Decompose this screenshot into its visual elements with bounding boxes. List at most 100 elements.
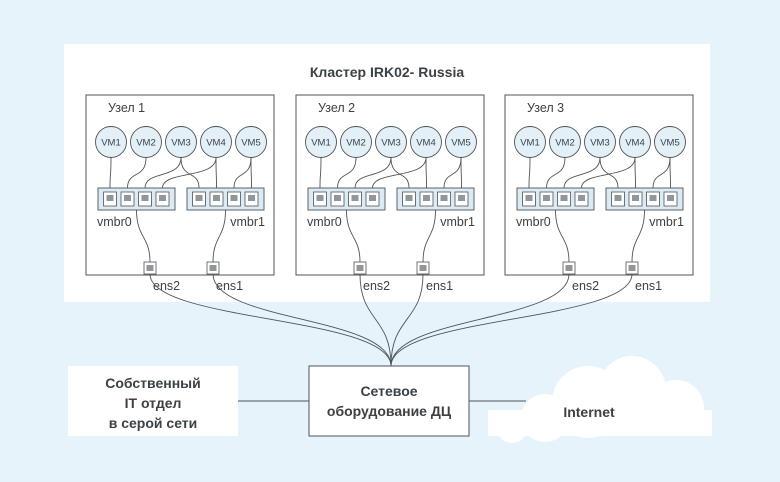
switch-port-icon <box>124 195 131 201</box>
nic-label: ens2 <box>572 279 599 293</box>
uplink-wires <box>149 273 633 367</box>
vm-bridge-wires <box>528 157 671 189</box>
vm-label: VM1 <box>311 138 331 149</box>
switch-port-icon <box>458 195 465 201</box>
nic-label: ens2 <box>363 279 390 293</box>
vm-to-bridge-wire <box>581 157 636 189</box>
switch-port-icon <box>369 195 376 201</box>
vm-label: VM3 <box>171 138 191 149</box>
switch-port-icon <box>578 195 585 201</box>
switch-port-icon <box>667 195 674 201</box>
vm-circle <box>445 126 477 158</box>
vm-to-bridge-wire <box>563 157 601 189</box>
vm-to-bridge-wire <box>652 157 671 189</box>
vm-label: VM4 <box>206 138 226 149</box>
vm-to-bridge-wire <box>528 157 531 189</box>
bridge-label: vmbr0 <box>516 215 551 229</box>
switch-port-icon <box>159 195 166 201</box>
nic-port-icon <box>146 265 154 271</box>
it-department-label-line1: Собственный <box>105 375 200 391</box>
node-box <box>504 94 694 276</box>
bridge-to-nic-wire <box>631 209 645 263</box>
switch-port-icon <box>440 195 448 201</box>
switch-port-icon <box>543 195 550 201</box>
vm-circle <box>410 126 442 158</box>
vm-circle <box>619 126 651 158</box>
vm-bridge-wires <box>109 157 252 189</box>
vm-label: VM3 <box>590 138 610 149</box>
nic-to-dc-wire <box>390 273 633 367</box>
vm-circle <box>375 126 407 158</box>
vm-label: VM5 <box>451 138 471 149</box>
it-department-label-line2: IT отдел <box>125 395 182 411</box>
vm-label: VM4 <box>625 138 645 149</box>
nic-port-icon <box>628 265 636 271</box>
dc-equipment-box <box>308 365 470 437</box>
nic-to-dc-wire <box>390 273 424 367</box>
dc-equipment-label-line1: Сетевое <box>360 383 417 399</box>
internet-label: Internet <box>563 404 615 420</box>
vm-label: VM2 <box>136 138 156 149</box>
vm-circle <box>305 126 337 158</box>
switch-port-icon <box>405 195 413 201</box>
bridge-label: vmbr1 <box>440 215 475 229</box>
node-label: Узел 3 <box>527 101 564 115</box>
switch-port-icon <box>213 195 220 201</box>
switch-port-icon <box>351 195 359 201</box>
node-box <box>85 94 275 276</box>
vm-circle <box>165 126 197 158</box>
nic-to-dc-wire <box>149 273 392 367</box>
vm-to-bridge-wire <box>460 157 462 189</box>
it-department-box <box>68 366 238 436</box>
vm-label: VM5 <box>241 138 261 149</box>
vm-to-bridge-wire <box>425 157 427 189</box>
switch-port-icon <box>334 195 341 201</box>
vm-to-bridge-wire <box>250 157 252 189</box>
it-department-label-line3: в серой сети <box>109 415 198 431</box>
switch-port-icon <box>195 195 203 201</box>
vm-to-bridge-wire <box>546 157 566 189</box>
nic-to-dc-wire <box>390 273 570 367</box>
nic-port-icon <box>356 265 364 271</box>
vm-to-bridge-wire <box>443 157 462 189</box>
vm-circle <box>130 126 162 158</box>
vm-label: VM1 <box>101 138 121 149</box>
bridge-to-nic-wire <box>555 209 570 263</box>
switch-port-icon <box>423 195 430 201</box>
switch-port-icon <box>525 195 533 201</box>
vm-to-bridge-wire <box>372 157 427 189</box>
bridge-label: vmbr1 <box>649 215 684 229</box>
vm-label: VM2 <box>346 138 366 149</box>
vm-to-bridge-wire <box>127 157 147 189</box>
vm-to-bridge-wire <box>319 157 322 189</box>
nic-to-dc-wire <box>212 273 392 367</box>
nic-port-icon <box>565 265 573 271</box>
vm-to-bridge-wire <box>669 157 671 189</box>
node-label: Узел 2 <box>318 101 355 115</box>
cluster-title: Кластер IRK02- Russia <box>310 64 464 80</box>
switch-port-icon <box>230 195 238 201</box>
vm-to-bridge-wire <box>634 157 636 189</box>
switch-port-icon <box>316 195 324 201</box>
switch-port-icon <box>248 195 255 201</box>
cloud-icon <box>488 356 712 443</box>
vm-circle <box>95 126 127 158</box>
bridge-label: vmbr0 <box>307 215 342 229</box>
switch-port-icon <box>632 195 639 201</box>
vm-to-bridge-wire <box>337 157 357 189</box>
vm-label: VM3 <box>381 138 401 149</box>
switch-port-icon <box>649 195 657 201</box>
vm-label: VM2 <box>555 138 575 149</box>
vm-to-bridge-wire <box>162 157 217 189</box>
vm-circle <box>340 126 372 158</box>
nic-label: ens2 <box>153 279 180 293</box>
vm-label: VM5 <box>660 138 680 149</box>
vm-to-bridge-wire <box>215 157 217 189</box>
vm-circle <box>235 126 267 158</box>
nic-label: ens1 <box>426 279 453 293</box>
